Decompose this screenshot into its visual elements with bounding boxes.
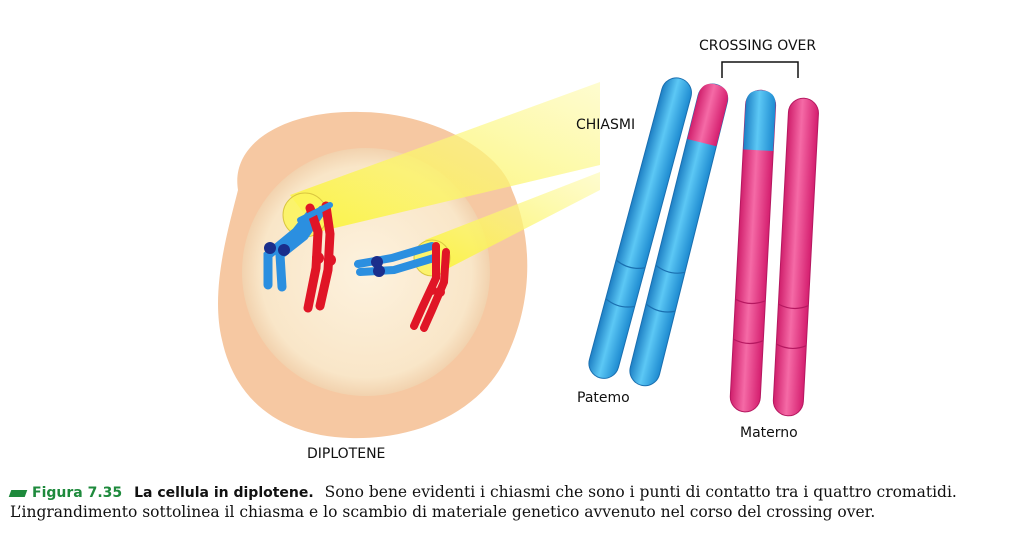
- chromatid-blue: [356, 254, 438, 276]
- beam-upper: [290, 82, 600, 232]
- bivalent-left: [263, 201, 336, 313]
- crossing-over-bracket: [721, 61, 799, 78]
- centromere: [264, 242, 276, 254]
- maternal-chromatid-1: [729, 89, 777, 413]
- figure-caption-text: Sono bene evidenti i chiasmi che sono i …: [10, 483, 957, 521]
- chromatid-red: [315, 201, 335, 311]
- figure-number: Figura 7.35: [32, 485, 123, 501]
- figure-marker-icon: [8, 489, 28, 497]
- chromatid-red: [303, 203, 323, 313]
- maternal-chromatid-2: [772, 97, 819, 417]
- chromatid-blue: [263, 207, 317, 290]
- diplotene-label: DIPLOTENE: [307, 446, 386, 462]
- chiasmi-label: CHIASMI: [576, 117, 636, 133]
- paternal-chromatid-1: [588, 77, 692, 379]
- centromere: [427, 285, 437, 295]
- chromatid-blue: [354, 242, 436, 268]
- centromere: [278, 244, 290, 256]
- centromere: [435, 287, 445, 297]
- paternal-chromatid-2: [629, 83, 729, 387]
- bivalent-right: [354, 242, 450, 332]
- paternal-label: Patemo: [577, 390, 630, 406]
- centromere: [371, 256, 383, 268]
- beam-lower: [425, 172, 600, 270]
- maternal-label: Materno: [740, 425, 798, 441]
- crossing-over-label: CROSSING OVER: [699, 38, 817, 54]
- centromere: [324, 254, 336, 266]
- centromere: [312, 252, 324, 264]
- centromere: [373, 265, 385, 277]
- magnified-chromatids: [588, 77, 819, 417]
- figure-title: La cellula in diplotene.: [134, 485, 314, 501]
- diplotene-diagram: [218, 61, 819, 439]
- figure-caption: Figura 7.35 La cellula in diplotene. Sono…: [8, 483, 1020, 522]
- chromatid-exchange: [297, 202, 333, 223]
